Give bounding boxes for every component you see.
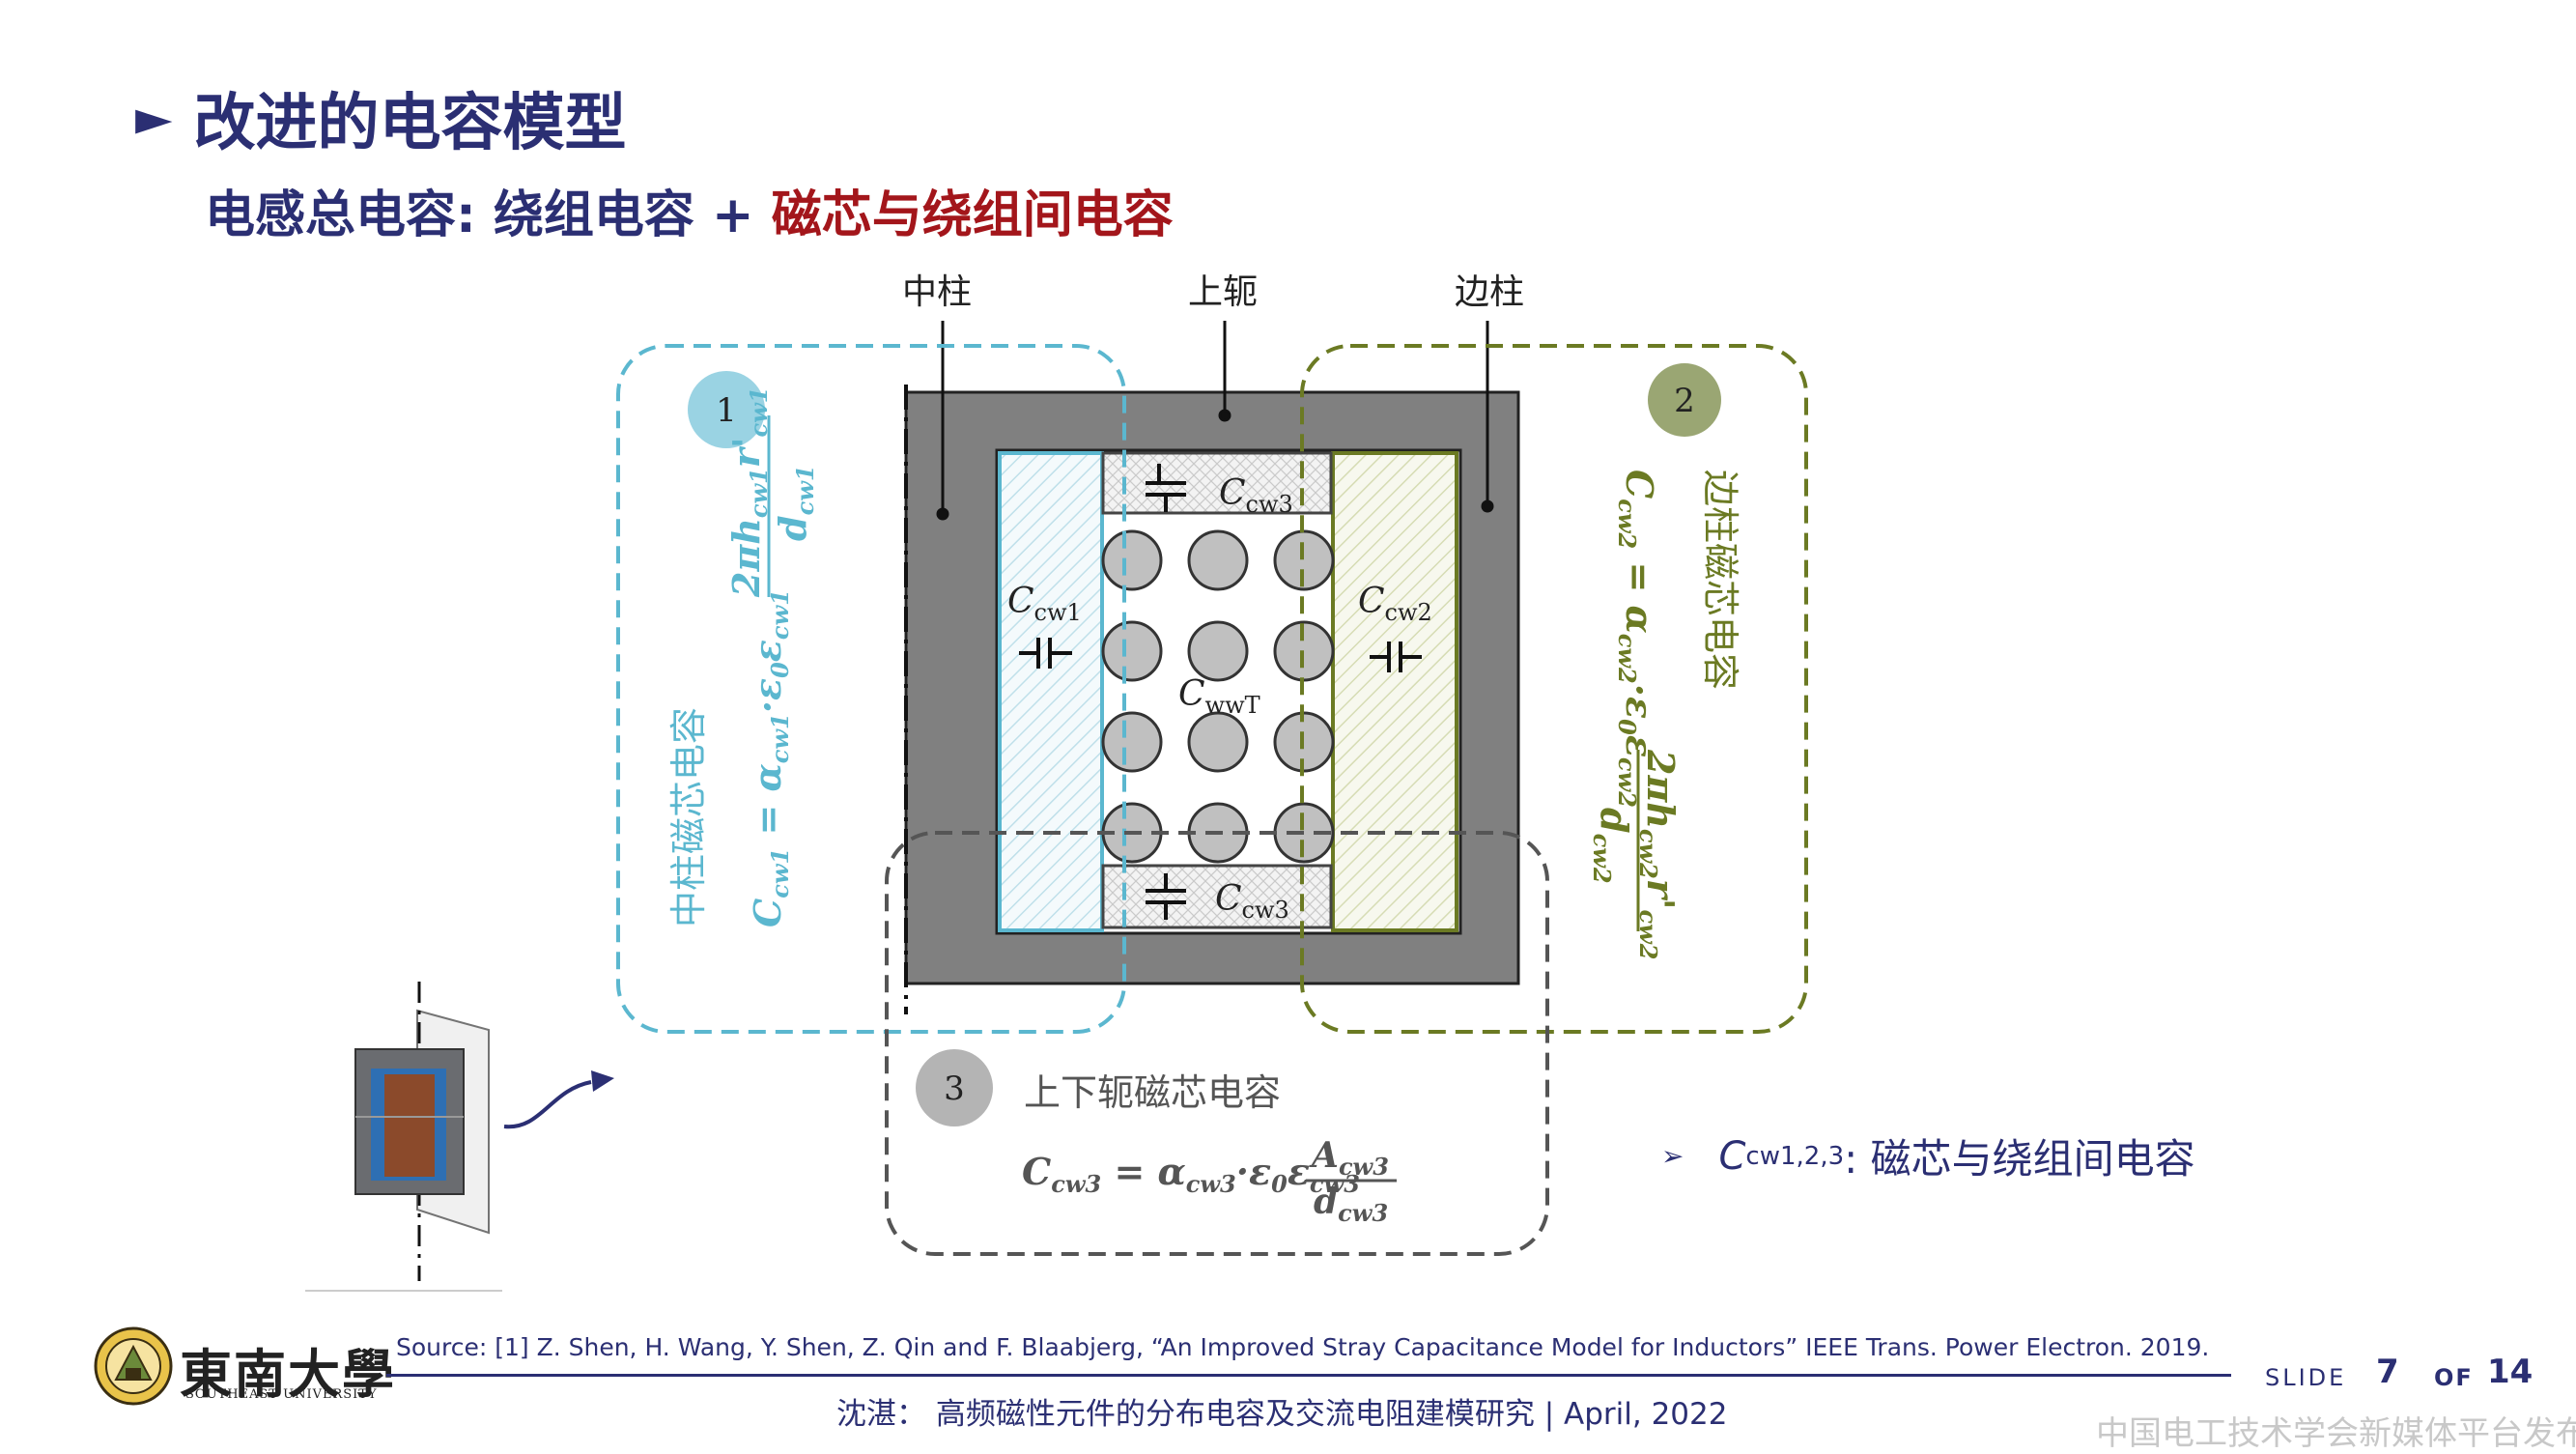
slide-number: 7	[2376, 1353, 2399, 1391]
region-1-formula: Ccw1 = αcw1·ε0εcw1 2πhcw1r'cw1 dcw1	[724, 386, 819, 927]
cap-label-cw3-bottom: Ccw3	[1215, 879, 1289, 924]
subtitle-part1: 电感总电容: 绕组电容 +	[205, 186, 772, 244]
region-1-number: 1	[716, 391, 737, 430]
region-1-badge	[688, 371, 765, 448]
winding-bar-left	[998, 451, 1104, 932]
watermark: 中国电工技术学会新媒体平台发布	[2096, 1414, 2576, 1453]
cap-label-cw3-top: Ccw3	[1219, 473, 1293, 518]
region-2-title: 边柱磁芯电容	[1699, 470, 1741, 690]
bullet-symbol: C	[1718, 1133, 1746, 1179]
core-3d-inset	[305, 982, 502, 1292]
slide-label: SLIDE	[2265, 1364, 2347, 1391]
title-arrow-icon: ►	[135, 90, 173, 146]
svg-text:2πhcw2r'cw2: 2πhcw2r'cw2	[1634, 749, 1683, 960]
label-top-yoke: 上轭	[1188, 272, 1258, 312]
insulation-bottom	[1101, 864, 1333, 929]
author-line: 沈湛： 高频磁性元件的分布电容及交流电阻建模研究 | April, 2022	[836, 1397, 1728, 1432]
region-3-title: 上下轭磁芯电容	[1024, 1071, 1281, 1114]
title-text: 改进的电容模型	[193, 88, 627, 159]
capacitor-symbol-right	[1370, 641, 1422, 672]
pointer-arrow	[503, 1080, 592, 1129]
region-3-badge	[916, 1049, 993, 1126]
subtitle-part2: 磁芯与绕组间电容	[771, 186, 1174, 244]
capacitor-symbol-bottom	[1146, 873, 1186, 920]
svg-text:dcw3: dcw3	[1314, 1182, 1388, 1227]
capacitor-symbol-top	[1146, 464, 1186, 512]
region-3-number: 3	[944, 1069, 965, 1108]
pointer-arrowhead	[591, 1070, 614, 1092]
svg-text:dcw2: dcw2	[1588, 808, 1636, 884]
region-1-outline	[616, 344, 1126, 1034]
footer-divider	[386, 1374, 2231, 1377]
university-seal-icon	[94, 1326, 173, 1406]
university-name-en: SOUTHEAST UNIVERSITY	[185, 1387, 378, 1402]
svg-text:Ccw3 = αcw3·ε0εcw3: Ccw3 = αcw3·ε0εcw3	[1022, 1150, 1360, 1198]
svg-text:Ccw2 = αcw2·ε0εcw2: Ccw2 = αcw2·ε0εcw2	[1613, 470, 1661, 808]
region-2-badge	[1648, 363, 1721, 437]
region-1-title: 中柱磁芯电容	[667, 707, 710, 927]
region-2-outline	[1300, 344, 1808, 1034]
region-2-number: 2	[1674, 382, 1695, 420]
insulation-top	[1101, 451, 1333, 515]
bullet-arrow-icon: ➢	[1661, 1140, 1684, 1172]
svg-text:Ccw1 = αcw1·ε0εcw1: Ccw1 = αcw1·ε0εcw1	[746, 589, 794, 927]
label-leaders	[936, 321, 1494, 521]
cap-label-cw2: Ccw2	[1358, 582, 1432, 626]
university-name-cn: 東南大學	[180, 1343, 396, 1405]
region-3-outline	[885, 831, 1549, 1256]
region-3-formula: Ccw3 = αcw3·ε0εcw3 Acw3 dcw3	[1022, 1135, 1397, 1227]
bullet-subscript: cw1,2,3	[1745, 1141, 1845, 1171]
cap-label-wwT: CwwT	[1178, 674, 1260, 719]
region-2-formula: Ccw2 = αcw2·ε0εcw2 2πhcw2r'cw2 dcw2	[1588, 470, 1683, 960]
slide-total: 14	[2487, 1353, 2534, 1391]
slide-subtitle: 电感总电容: 绕组电容 + 磁芯与绕组间电容	[205, 174, 1174, 246]
winding-bar-right	[1331, 451, 1458, 932]
label-side-leg: 边柱	[1455, 272, 1524, 312]
bullet-text: : 磁芯与绕组间电容	[1844, 1135, 2195, 1183]
svg-text:dcw1: dcw1	[771, 465, 819, 541]
cap-label-cw1: Ccw1	[1007, 582, 1082, 626]
label-center-leg: 中柱	[902, 272, 972, 312]
slide-of-label: OF	[2434, 1364, 2474, 1391]
source-citation: Source: [1] Z. Shen, H. Wang, Y. Shen, Z…	[396, 1333, 2210, 1361]
slide-title: ► 改进的电容模型	[135, 79, 626, 159]
svg-text:中柱磁芯电容: 中柱磁芯电容	[667, 707, 710, 927]
svg-text:Acw3: Acw3	[1309, 1135, 1389, 1181]
capacitor-symbol-left	[1019, 638, 1072, 669]
svg-text:边柱磁芯电容: 边柱磁芯电容	[1699, 470, 1741, 690]
